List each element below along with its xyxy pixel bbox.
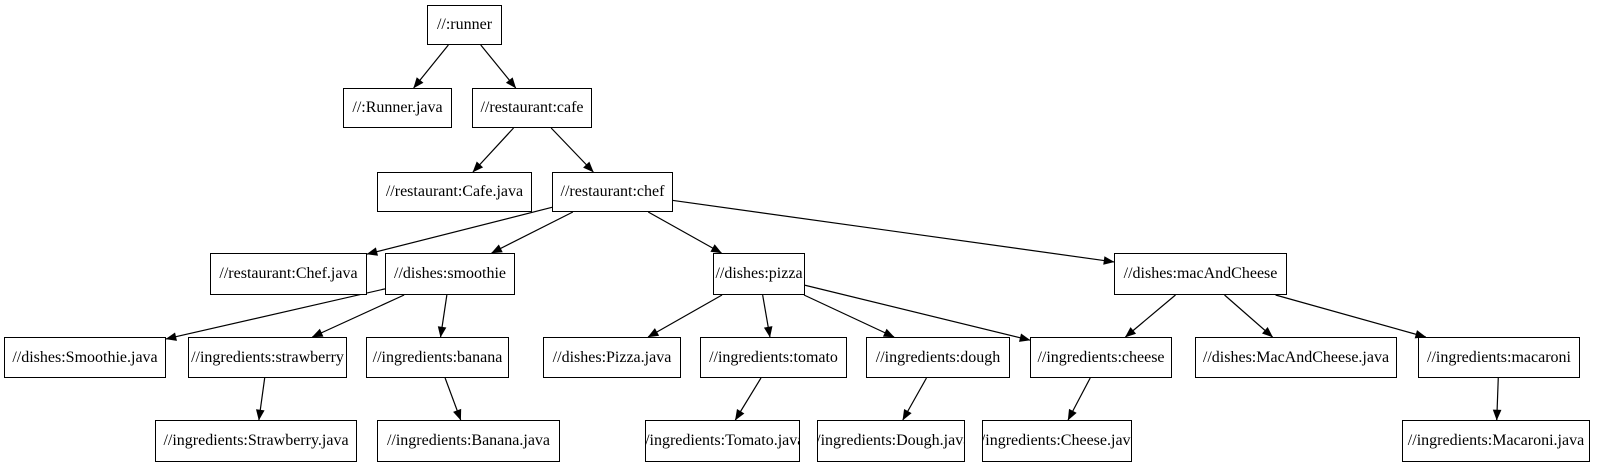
graph-node-cheese-java: //ingredients:Cheese.java xyxy=(982,420,1132,462)
graph-edge-cafe-to-cafe-java xyxy=(472,127,514,173)
graph-edge-macandcheese-to-macandcheese-java xyxy=(1224,294,1273,338)
graph-edge-chef-to-macandcheese xyxy=(672,199,1115,265)
graph-edge-tomato-to-tomato-java xyxy=(734,377,762,421)
graph-node-macandcheese-java: //dishes:MacAndCheese.java xyxy=(1195,337,1397,378)
graph-node-pizza-java: //dishes:Pizza.java xyxy=(543,337,681,378)
graph-edge-smoothie-to-banana xyxy=(437,294,448,338)
graph-edge-runner-to-cafe xyxy=(480,44,517,89)
graph-edge-cheese-to-cheese-java xyxy=(1067,377,1091,421)
graph-edge-pizza-to-cheese xyxy=(804,284,1031,342)
graph-node-ingredients-tomato: //ingredients:tomato xyxy=(700,337,847,378)
graph-edge-strawberry-to-strawberry-java xyxy=(256,377,266,421)
graph-edge-macaroni-to-macaroni-java xyxy=(1492,377,1502,421)
graph-node-cafe-java: //restaurant:Cafe.java xyxy=(377,172,532,212)
graph-node-chef-java: //restaurant:Chef.java xyxy=(210,253,367,295)
graph-edge-smoothie-to-smoothie-java xyxy=(165,288,386,341)
graph-edge-macandcheese-to-cheese xyxy=(1125,294,1176,338)
graph-edge-banana-to-banana-java xyxy=(444,377,462,421)
graph-edge-chef-to-smoothie xyxy=(491,211,574,254)
graph-node-tomato-java: //ingredients:Tomato.java xyxy=(645,420,800,462)
graph-node-ingredients-cheese: //ingredients:cheese xyxy=(1030,337,1172,378)
graph-edge-chef-to-pizza xyxy=(647,211,722,254)
graph-node-restaurant-chef: //restaurant:chef xyxy=(552,172,673,212)
graph-node-ingredients-macaroni: //ingredients:macaroni xyxy=(1418,337,1580,378)
graph-edge-macandcheese-to-macaroni xyxy=(1275,294,1427,339)
graph-node-banana-java: //ingredients:Banana.java xyxy=(377,420,560,462)
graph-node-runner: //:runner xyxy=(427,5,502,45)
graph-edge-pizza-to-tomato xyxy=(762,294,773,338)
graph-edge-pizza-to-pizza-java xyxy=(647,294,723,338)
graph-node-runner-java: //:Runner.java xyxy=(343,88,452,128)
graph-node-macaroni-java: //ingredients:Macaroni.java xyxy=(1402,420,1590,462)
graph-node-dishes-smoothie: //dishes:smoothie xyxy=(385,253,515,295)
graph-edge-smoothie-to-strawberry xyxy=(311,294,405,338)
graph-node-dishes-macandcheese: //dishes:macAndCheese xyxy=(1114,253,1287,295)
graph-edge-pizza-to-dough xyxy=(803,294,895,338)
graph-edge-chef-to-chef-java xyxy=(366,206,553,256)
graph-node-smoothie-java: //dishes:Smoothie.java xyxy=(4,337,166,378)
graph-edge-dough-to-dough-java xyxy=(902,377,927,421)
graph-edge-runner-to-runner-java xyxy=(413,44,449,89)
graph-node-dough-java: //ingredients:Dough.java xyxy=(817,420,965,462)
graph-node-dishes-pizza: //dishes:pizza xyxy=(713,253,805,295)
graph-edge-cafe-to-chef xyxy=(550,127,594,173)
graph-node-strawberry-java: //ingredients:Strawberry.java xyxy=(155,420,357,462)
graph-node-ingredients-banana: //ingredients:banana xyxy=(366,337,509,378)
graph-node-ingredients-dough: //ingredients:dough xyxy=(866,337,1010,378)
graph-node-restaurant-cafe: //restaurant:cafe xyxy=(472,88,592,128)
graph-node-ingredients-strawberry: //ingredients:strawberry xyxy=(188,337,347,378)
